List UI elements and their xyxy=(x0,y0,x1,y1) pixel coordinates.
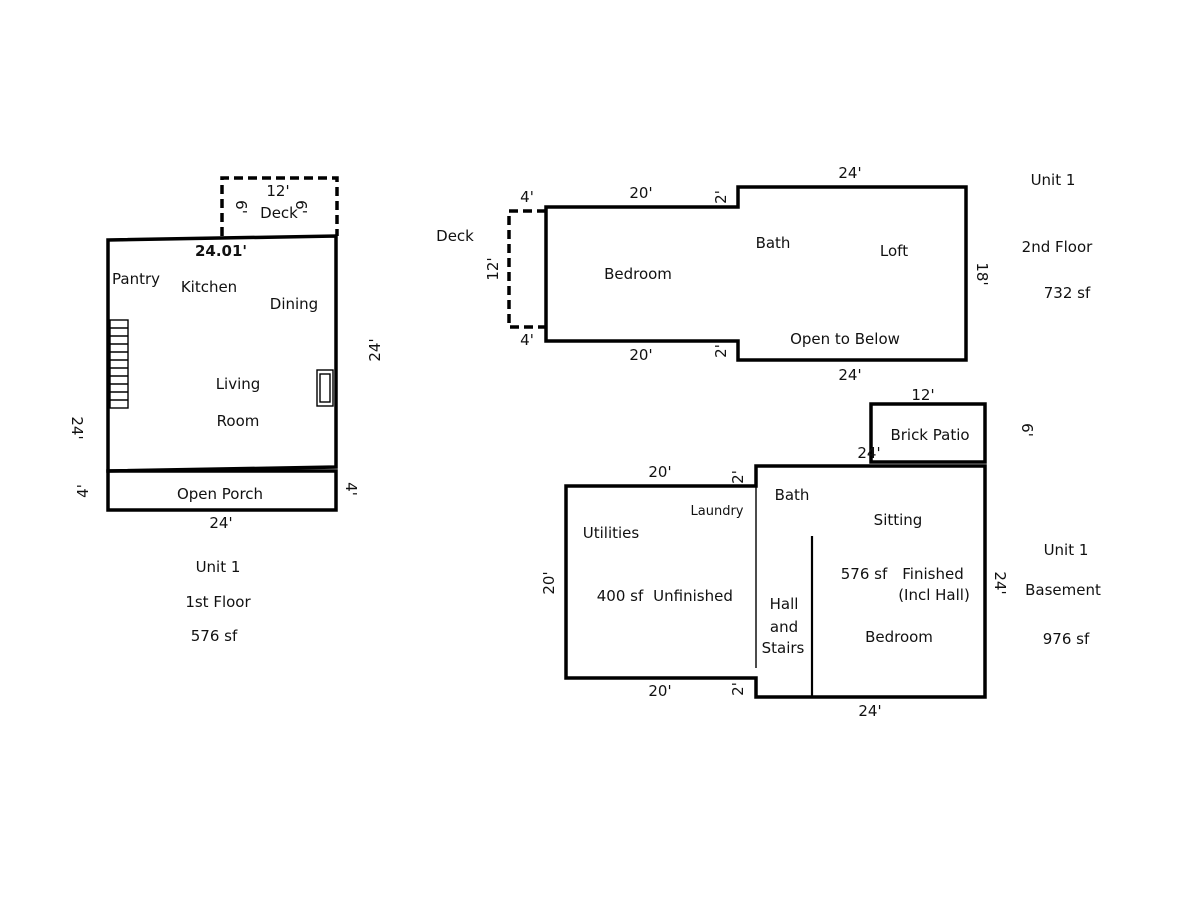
second-floor-outline xyxy=(544,185,968,362)
top-left-dimension: 20' xyxy=(629,184,652,202)
patio-depth-dimension: 6' xyxy=(1018,423,1036,437)
stairs-label: Stairs xyxy=(762,639,805,657)
second-floor-plan: Deck 4' 4' 12' 20' 2' 24' Bedroom Bath L… xyxy=(436,164,1093,384)
step-bottom-dimension-basement: 2' xyxy=(729,682,747,696)
basement-unit-label: Unit 1 xyxy=(1044,541,1089,559)
room-label: Room xyxy=(217,412,260,430)
bath-label-2nd: Bath xyxy=(756,234,791,252)
open-porch-label: Open Porch xyxy=(177,485,263,503)
brick-patio-label: Brick Patio xyxy=(890,426,969,444)
bottom-left-dimension-basement: 20' xyxy=(648,682,671,700)
deck-right-dimension: 6' xyxy=(292,200,310,214)
kitchen-label: Kitchen xyxy=(181,278,237,296)
first-floor-outline xyxy=(106,234,338,473)
deck-label: Deck xyxy=(260,204,298,222)
bottom-right-dimension-basement: 24' xyxy=(858,702,881,720)
laundry-label: Laundry xyxy=(691,504,744,519)
hall-label: Hall xyxy=(770,595,799,613)
fireplace-symbol xyxy=(316,369,334,407)
open-porch-outline xyxy=(106,469,338,512)
first-floor-stairs xyxy=(109,319,129,409)
basement-outline xyxy=(564,464,987,699)
basement-area-label: 976 sf xyxy=(1043,630,1090,648)
utilities-label: Utilities xyxy=(583,524,640,542)
basement-plan: 12' Brick Patio 6' 24' 20' 2' Bath Laund… xyxy=(540,386,1101,720)
bottom-left-dimension: 20' xyxy=(629,346,652,364)
first-floor-plan: 12' 6' 6' Deck 24.01' Pantry Kitchen Din… xyxy=(68,176,384,645)
top-width-dimension: 24.01' xyxy=(195,242,247,260)
unfinished-area-label: 400 sf xyxy=(597,587,644,605)
sitting-label: Sitting xyxy=(874,511,923,529)
bottom-right-dimension: 24' xyxy=(838,366,861,384)
deck-top-dimension: 4' xyxy=(520,188,534,206)
first-floor-area-label: 576 sf xyxy=(191,627,238,645)
right-depth-dimension-basement: 24' xyxy=(991,571,1009,594)
top-right-dimension: 24' xyxy=(838,164,861,182)
first-floor-unit-label: Unit 1 xyxy=(196,558,241,576)
right-depth-dimension: 24' xyxy=(366,338,384,361)
deck-label-2nd: Deck xyxy=(436,227,474,245)
first-floor-deck-outline xyxy=(220,176,339,236)
patio-bottom-dimension: 24' xyxy=(857,444,880,462)
porch-right-dimension: 4' xyxy=(342,482,360,496)
dining-label: Dining xyxy=(270,295,318,313)
open-to-below-label: Open to Below xyxy=(790,330,900,348)
bedroom-label-2nd: Bedroom xyxy=(604,265,672,283)
living-label: Living xyxy=(216,375,261,393)
bottom-width-dimension: 24' xyxy=(209,514,232,532)
second-floor-unit-label: Unit 1 xyxy=(1031,171,1076,189)
basement-name-label: Basement xyxy=(1025,581,1101,599)
deck-depth-dimension: 12' xyxy=(484,257,502,280)
unfinished-label: Unfinished xyxy=(653,587,733,605)
incl-hall-label: (Incl Hall) xyxy=(898,586,970,604)
top-left-dimension-basement: 20' xyxy=(648,463,671,481)
patio-width-dimension: 12' xyxy=(911,386,934,404)
brick-patio-outline xyxy=(869,402,987,464)
loft-label: Loft xyxy=(880,242,908,260)
pantry-label: Pantry xyxy=(112,270,160,288)
second-floor-name-label: 2nd Floor xyxy=(1022,238,1093,256)
deck-bottom-dimension: 4' xyxy=(520,331,534,349)
bath-label-basement: Bath xyxy=(775,486,810,504)
step-top-dimension: 2' xyxy=(712,190,730,204)
first-floor-name-label: 1st Floor xyxy=(185,593,251,611)
and-label: and xyxy=(770,618,798,636)
bedroom-label-basement: Bedroom xyxy=(865,628,933,646)
step-bottom-dimension: 2' xyxy=(712,344,730,358)
finished-area-label: 576 sf xyxy=(841,565,888,583)
left-depth-dimension: 24' xyxy=(68,416,86,439)
finished-label: Finished xyxy=(902,565,963,583)
left-depth-dimension-basement: 20' xyxy=(540,571,558,594)
right-depth-dimension-2nd: 18' xyxy=(973,262,991,285)
porch-left-dimension: 4' xyxy=(74,484,92,498)
deck-width-dimension: 12' xyxy=(266,182,289,200)
step-top-dimension-basement: 2' xyxy=(729,470,747,484)
second-floor-deck-outline xyxy=(507,209,546,329)
deck-left-dimension: 6' xyxy=(232,200,250,214)
second-floor-area-label: 732 sf xyxy=(1044,284,1091,302)
